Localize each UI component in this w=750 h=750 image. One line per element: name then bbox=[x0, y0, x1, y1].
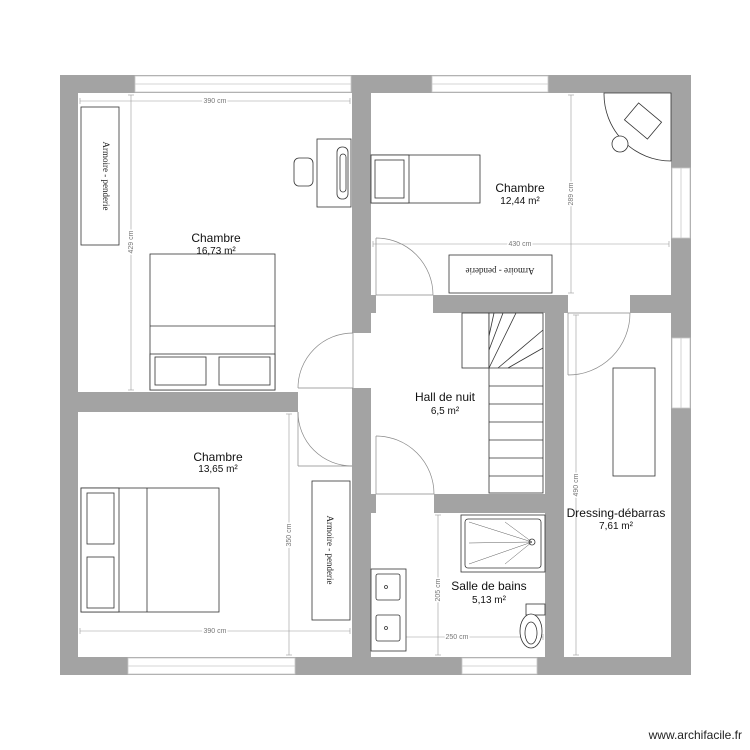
wardrobe-bl-label: Armoire - penderie bbox=[325, 516, 335, 585]
desk-chair-tl bbox=[293, 138, 352, 208]
dim-bl-height: 350 cm bbox=[286, 523, 293, 546]
wardrobe-tl-label: Armoire - penderie bbox=[101, 142, 111, 211]
inner-wall-left-mid bbox=[78, 392, 352, 412]
watermark: www.archifacile.fr bbox=[648, 728, 742, 742]
dim-dressing-height: 490 cm bbox=[573, 473, 580, 496]
door-openings bbox=[298, 295, 630, 513]
dim-tl-width: 390 cm bbox=[204, 98, 227, 105]
double-sink bbox=[370, 568, 407, 652]
room-area-sdb: 5,13 m² bbox=[472, 595, 507, 606]
single-bed-tr bbox=[370, 154, 481, 204]
dim-tl-height: 429 cm bbox=[128, 230, 135, 253]
dim-tr-height: 289 cm bbox=[568, 182, 575, 205]
double-bed-tl bbox=[149, 253, 276, 391]
dressing-shelf bbox=[612, 367, 656, 477]
dim-sdb-height: 205 cm bbox=[435, 578, 442, 601]
dim-bl-width: 390 cm bbox=[204, 628, 227, 635]
room-name-tl: Chambre bbox=[191, 231, 241, 245]
room-area-tr: 12,44 m² bbox=[500, 196, 540, 207]
staircase bbox=[461, 312, 544, 494]
inner-wall-dressing bbox=[545, 313, 564, 657]
room-area-hall: 6,5 m² bbox=[431, 406, 460, 417]
room-name-dressing: Dressing-débarras bbox=[567, 506, 666, 520]
room-area-tl: 16,73 m² bbox=[196, 246, 236, 257]
door-swings bbox=[297, 237, 631, 495]
wardrobe-tr bbox=[448, 254, 553, 294]
wardrobe-bl bbox=[311, 480, 351, 621]
room-name-bl: Chambre bbox=[193, 450, 243, 464]
outer-wall-left bbox=[60, 75, 78, 675]
double-bed-bl bbox=[80, 487, 220, 613]
room-name-hall: Hall de nuit bbox=[415, 390, 476, 404]
toilet bbox=[519, 603, 546, 649]
corner-desk-tr bbox=[603, 92, 672, 162]
wardrobe-tl bbox=[80, 106, 120, 246]
dim-sdb-width: 250 cm bbox=[446, 634, 469, 641]
room-area-bl: 13,65 m² bbox=[198, 464, 238, 475]
room-name-tr: Chambre bbox=[495, 181, 545, 195]
wardrobe-tr-label: Armoire - penderie bbox=[466, 266, 535, 276]
room-area-dressing: 7,61 m² bbox=[599, 521, 634, 532]
room-labels: Chambre 16,73 m² Chambre 12,44 m² Hall d… bbox=[191, 181, 665, 606]
dim-tr-width: 430 cm bbox=[509, 241, 532, 248]
room-name-sdb: Salle de bains bbox=[451, 579, 526, 593]
shower bbox=[460, 514, 546, 573]
